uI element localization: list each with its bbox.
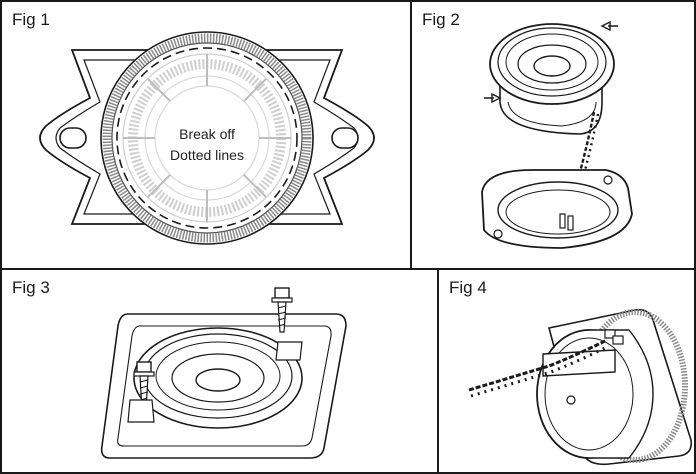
break-off-dotted-line [116, 47, 298, 229]
fig-1-label: Fig 1 [12, 10, 50, 29]
right-ear-slot [331, 127, 359, 149]
rotate-arrow-right [600, 20, 618, 32]
left-ear-slot [59, 127, 87, 149]
screw-top-right [271, 287, 293, 333]
fig-3-label: Fig 3 [12, 278, 50, 297]
fig-2-speaker-and-bracket-drawing [481, 20, 633, 249]
fig-1-panel: Fig 1 [0, 0, 412, 270]
fig-3-panel: Fig 3 [0, 268, 439, 474]
fig-4-label: Fig 4 [449, 278, 487, 297]
break-off-instruction: Break off Dotted lines [152, 124, 262, 166]
fig-2-panel: Fig 2 [410, 0, 696, 270]
rotate-arrow-left [484, 92, 502, 104]
note-line-1: Break off [179, 126, 235, 142]
fig-3-mounting-drawing [100, 287, 347, 459]
note-line-2: Dotted lines [170, 147, 244, 163]
fig-1-speaker-adapter-drawing [39, 31, 375, 245]
fig-2-label: Fig 2 [422, 10, 460, 29]
fig-4-rear-view-drawing [468, 308, 693, 466]
fig-4-panel: Fig 4 [437, 268, 696, 474]
